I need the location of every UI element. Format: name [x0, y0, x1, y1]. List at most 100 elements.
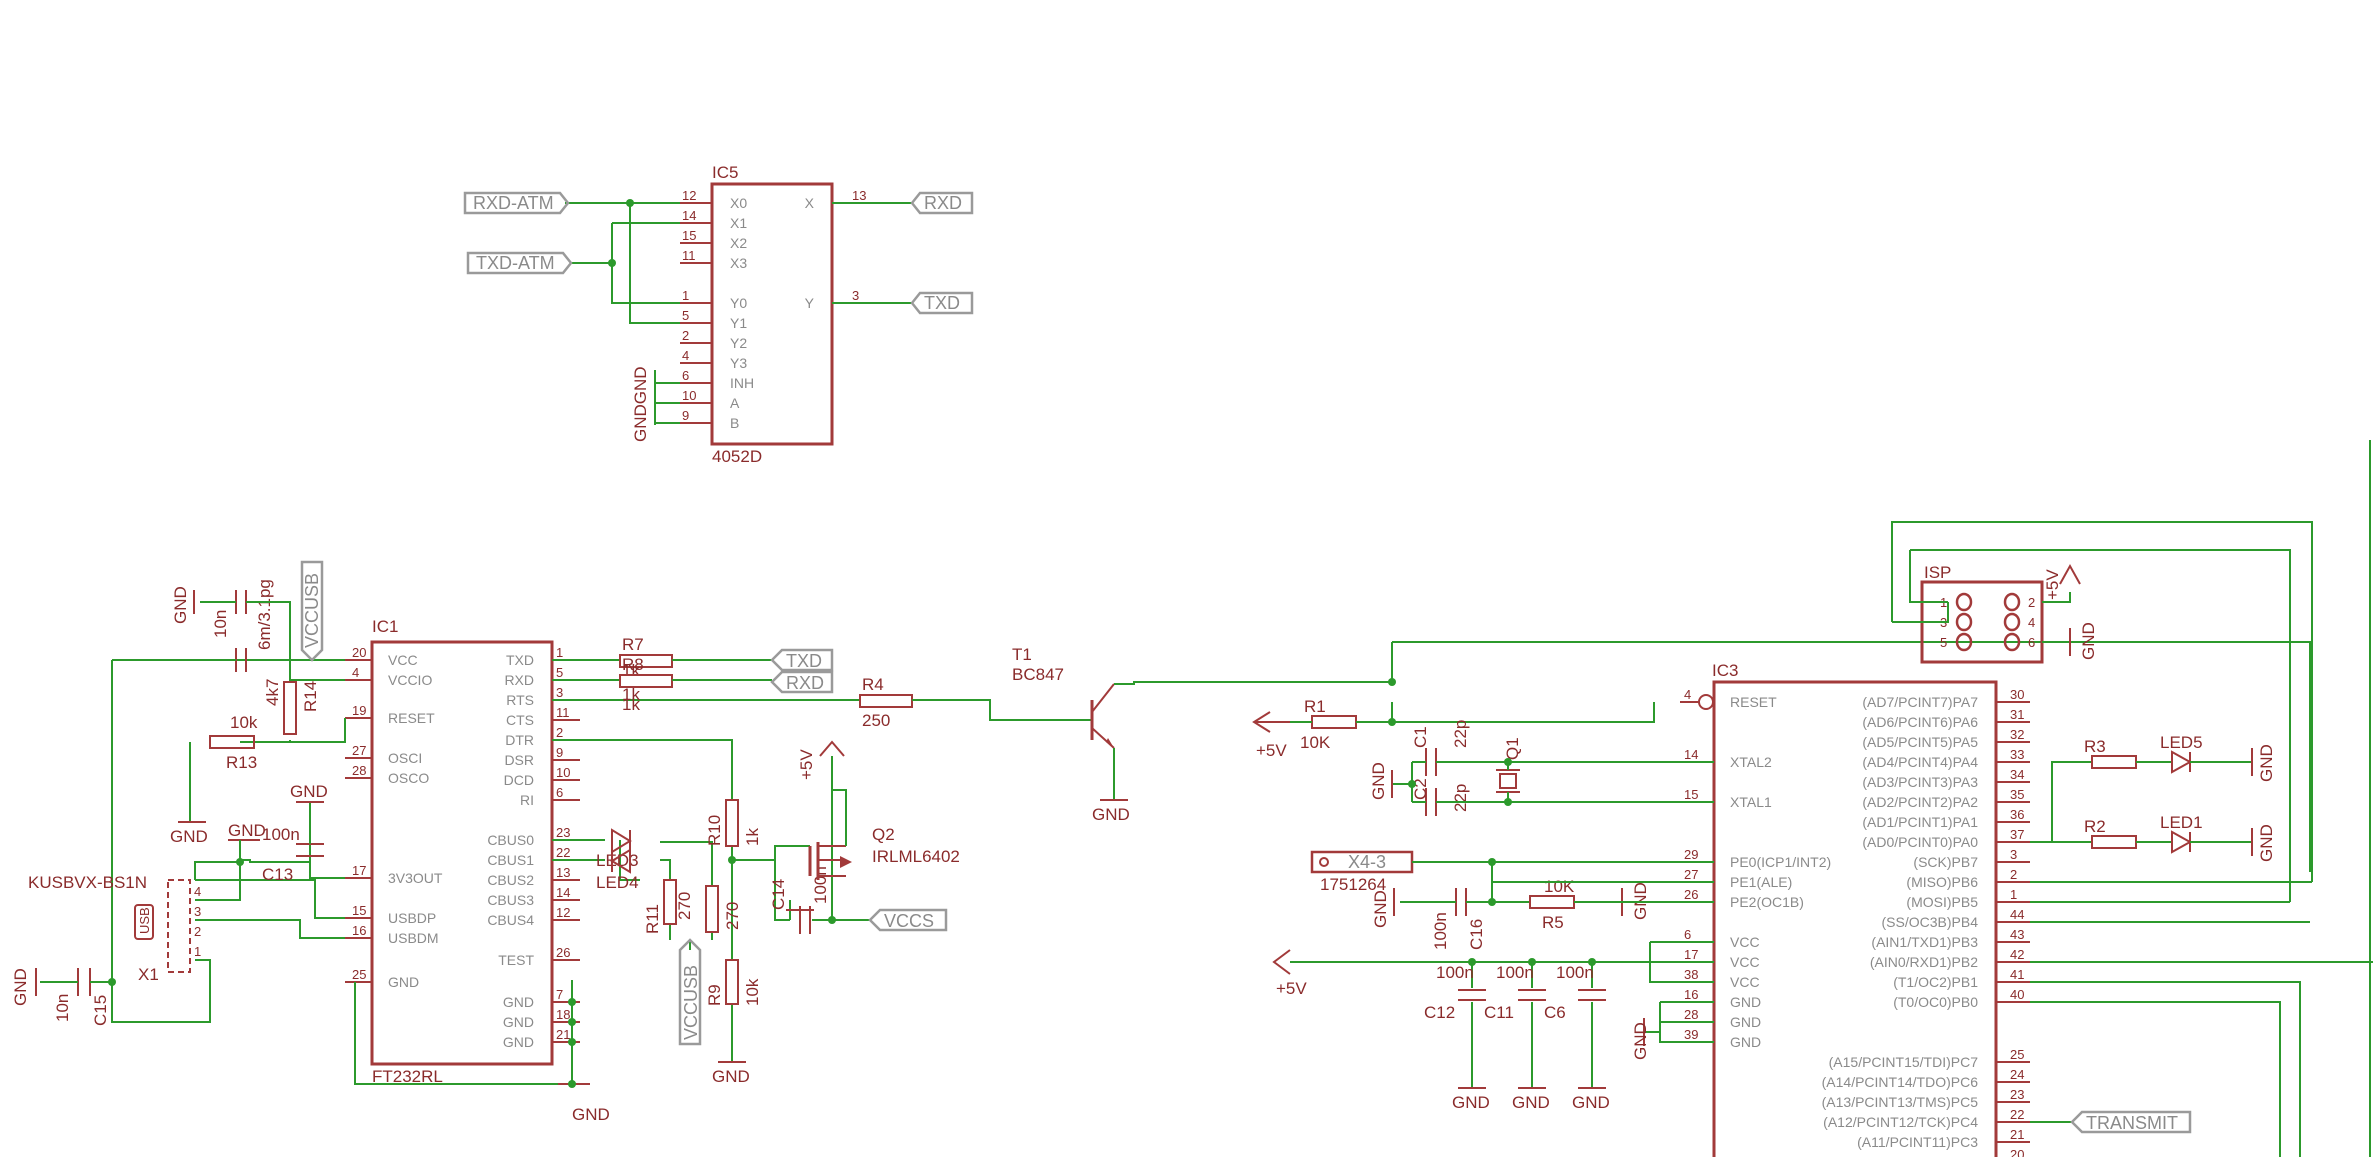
ic5-pin-name: B	[730, 415, 739, 431]
ic3-pin-name: (AD1/PCINT1)PA1	[1862, 814, 1978, 830]
ic1-pin-number: 27	[352, 743, 366, 758]
svg-text:100n: 100n	[1431, 912, 1450, 950]
isp-gnd: GND	[2079, 622, 2098, 660]
ic1-pin-number: 23	[556, 825, 570, 840]
ic3-pin-number: 26	[1684, 887, 1698, 902]
svg-text:C15: C15	[91, 995, 110, 1026]
t1-transistor: T1 BC847	[1012, 645, 1115, 749]
net-rxd-ic1: RXD	[770, 670, 834, 694]
ic3-pin-number: 36	[2010, 807, 2024, 822]
svg-text:R8: R8	[622, 655, 644, 674]
net-vccusb-bottom: VCCUSB	[678, 938, 702, 1046]
ic3-pin-name: GND	[1730, 994, 1761, 1010]
ic1-pin-number: 20	[352, 645, 366, 660]
isp-pin	[1955, 592, 1973, 612]
ic3-pin-number: 3	[2010, 847, 2017, 862]
cap-name: C6	[1544, 1003, 1566, 1022]
net-txd-ic1: TXD	[770, 648, 834, 672]
ic3-pin-number: 33	[2010, 747, 2024, 762]
ic1-pin-name: CBUS4	[487, 912, 534, 928]
led3: LED3	[596, 828, 639, 870]
svg-text:6m/3.1pg: 6m/3.1pg	[255, 579, 274, 650]
svg-text:1751264: 1751264	[1320, 875, 1386, 894]
led1: LED1	[2160, 813, 2203, 854]
svg-text:10K: 10K	[1300, 733, 1331, 752]
ic5-pin-name: Y	[805, 295, 815, 311]
svg-text:R10: R10	[705, 815, 724, 846]
gnd-x1: GND	[228, 821, 266, 840]
svg-text:KUSBVX-BS1N: KUSBVX-BS1N	[28, 873, 147, 892]
ic1-pin-number: 22	[556, 845, 570, 860]
ic5-pin-number: 6	[682, 368, 689, 383]
ic1-pin-name: GND	[388, 974, 419, 990]
ic3-pin-name: (MOSI)PB5	[1906, 894, 1978, 910]
ic3-pin-name: (AD4/PCINT4)PA4	[1862, 754, 1978, 770]
ic5-pin-name: A	[730, 395, 740, 411]
cap-gnd-label: GND	[1512, 1093, 1550, 1112]
ic3-pin-number: 4	[1684, 687, 1691, 702]
svg-text:1k: 1k	[743, 828, 762, 846]
isp-pin	[2003, 612, 2021, 632]
cap-value: 100n	[1496, 963, 1534, 982]
ic3-pin-name: (AIN0/RXD1)PB2	[1870, 954, 1978, 970]
ic3-pin-name: (T0/OC0)PB0	[1893, 994, 1978, 1010]
c2-capacitor: C2 22p	[1411, 778, 1470, 816]
ic1-pin-number: 14	[556, 885, 570, 900]
svg-text:R5: R5	[1542, 913, 1564, 932]
r4-resistor: R4 250	[859, 675, 913, 730]
ic3-pin-number: 42	[2010, 947, 2024, 962]
ic1-pin-name: CTS	[506, 712, 534, 728]
junction	[1468, 958, 1476, 966]
ic1-pin-name: GND	[503, 1014, 534, 1030]
svg-text:LED3: LED3	[596, 851, 639, 870]
r2-resistor: R2	[2084, 817, 2137, 849]
t1-gnd-label: GND	[1092, 805, 1130, 824]
r11-resistor: R11 270	[643, 879, 694, 934]
isp-5v: +5V	[2043, 569, 2062, 600]
svg-text:RXD-ATM: RXD-ATM	[473, 193, 554, 213]
svg-text:T1: T1	[1012, 645, 1032, 664]
ic3-pin-name: (SS/OC3B)PB4	[1882, 914, 1979, 930]
ic3-pin-name: GND	[1730, 1034, 1761, 1050]
svg-text:10n: 10n	[53, 994, 72, 1022]
ic3-pin-number: 44	[2010, 907, 2024, 922]
junction	[1588, 958, 1596, 966]
ic1-pin-name: 3V3OUT	[388, 870, 443, 886]
r9-resistor: R9 10k	[705, 959, 762, 1006]
ic5-pin-number: 3	[852, 288, 859, 303]
ic1-pin-name: USBDM	[388, 930, 439, 946]
svg-text:C13: C13	[262, 865, 293, 884]
ic1-pin-number: 18	[556, 1007, 570, 1022]
ic1-pin-number: 9	[556, 745, 563, 760]
svg-text:R3: R3	[2084, 737, 2106, 756]
c10-capacitor: 10n	[211, 610, 247, 672]
ic5-pin-name: X1	[730, 215, 747, 231]
ic1-pin-name: USBDP	[388, 910, 436, 926]
r1-5v: +5V	[1256, 741, 1287, 760]
isp-pin	[2003, 592, 2021, 612]
ic1-pin-number: 17	[352, 863, 366, 878]
ic3-pin-name: (AD2/PCINT2)PA2	[1862, 794, 1978, 810]
isp-pin	[1955, 612, 1973, 632]
ic1-pin-number: 6	[556, 785, 563, 800]
svg-text:X1: X1	[138, 965, 159, 984]
ic3-pin-number: 32	[2010, 727, 2024, 742]
svg-text:ISP: ISP	[1924, 563, 1951, 582]
rail-5v: +5V	[1276, 979, 1307, 998]
ic3-pin-name: (T1/OC2)PB1	[1893, 974, 1978, 990]
ic1-pin-name: DTR	[505, 732, 534, 748]
ic5-pin-number: 13	[852, 188, 866, 203]
q1-crystal: Q1	[1496, 737, 1522, 793]
svg-text:4: 4	[194, 884, 201, 899]
ic3-pin-number: 1	[2010, 887, 2017, 902]
svg-text:4k7: 4k7	[263, 679, 282, 706]
ic3-pin-number: 17	[1684, 947, 1698, 962]
svg-text:BC847: BC847	[1012, 665, 1064, 684]
ic1-pin-number: 7	[556, 987, 563, 1002]
svg-text:R1: R1	[1304, 697, 1326, 716]
isp-pin-number: 4	[2028, 615, 2035, 630]
gnd-crystal: GND	[1369, 762, 1388, 800]
ic5-wires	[565, 199, 912, 425]
led4: LED4	[596, 848, 639, 892]
svg-text:1: 1	[194, 944, 201, 959]
